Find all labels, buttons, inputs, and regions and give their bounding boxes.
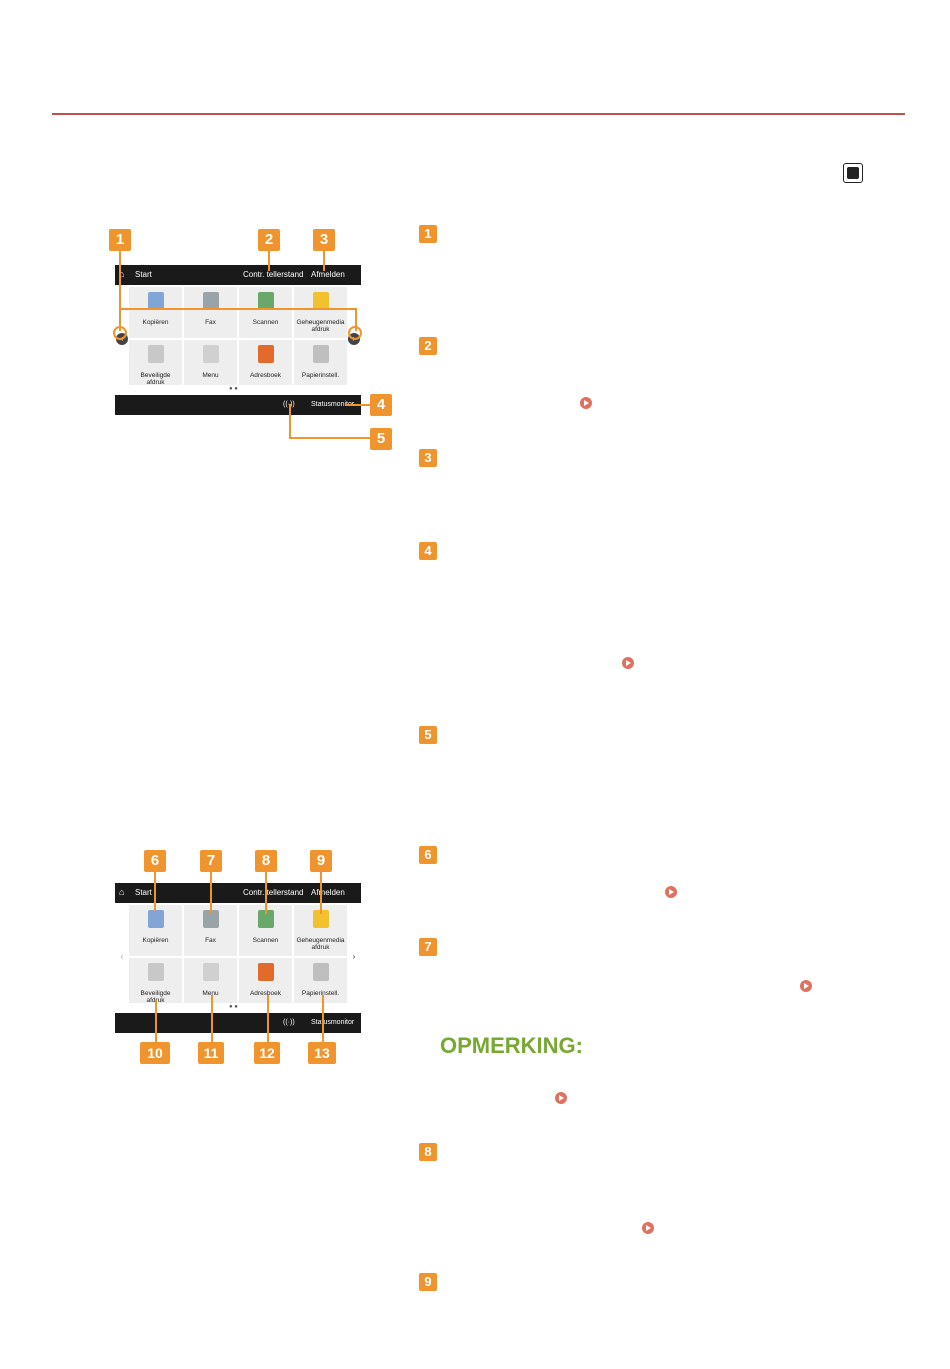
callout-11: 11 <box>198 1042 224 1064</box>
callout-1: 1 <box>109 229 131 251</box>
callout-leader <box>268 251 270 271</box>
logout-button[interactable]: Afmelden <box>311 270 345 279</box>
callout-12: 12 <box>254 1042 280 1064</box>
tile-address-book[interactable]: Adresboek <box>239 340 292 385</box>
wifi-icon: ((·)) <box>283 1019 295 1026</box>
callout-leader <box>210 872 212 914</box>
next-page-button[interactable]: › <box>352 952 356 961</box>
callout-leader <box>155 1000 157 1042</box>
callout-leader <box>320 872 322 914</box>
callout-leader <box>323 251 325 271</box>
callout-7: 7 <box>200 850 222 872</box>
panel-header: ⌂ Start Contr. tellerstand Afmelden <box>115 883 361 903</box>
prev-page-button[interactable]: ‹ <box>120 952 124 961</box>
callout-leader <box>265 872 267 914</box>
callout-leader <box>345 404 371 406</box>
callout-2: 2 <box>258 229 280 251</box>
panel-footer: ((·)) Statusmonitor <box>115 1013 361 1033</box>
tile-copy[interactable]: Kopiëren <box>129 287 182 338</box>
callout-4: 4 <box>370 394 392 416</box>
panel-body: Kopiëren Fax Scannen Geheugenmedia afdru… <box>115 285 361 395</box>
tile-menu[interactable]: Menu <box>184 340 237 385</box>
tile-secure-print[interactable]: Beveiligde afdruk <box>129 958 182 1004</box>
counter-button[interactable]: Contr. tellerstand <box>243 270 304 279</box>
section-marker-3: 3 <box>419 449 437 467</box>
tile-scan[interactable]: Scannen <box>239 287 292 338</box>
tile-fax[interactable]: Fax <box>184 287 237 338</box>
panel-body: Kopiëren Fax Scannen Geheugenmedia afdru… <box>115 903 361 1013</box>
callout-8: 8 <box>255 850 277 872</box>
callout-5: 5 <box>370 428 392 450</box>
callout-leader <box>289 404 291 438</box>
home-screen-panel-2: ⌂ Start Contr. tellerstand Afmelden Kopi… <box>115 883 361 1033</box>
callout-10: 10 <box>140 1042 170 1064</box>
wifi-icon: ((·)) <box>283 401 295 408</box>
tile-secure-print[interactable]: Beveiligde afdruk <box>129 340 182 386</box>
section-marker-1: 1 <box>419 225 437 243</box>
panel-footer: ((·)) Statusmonitor <box>115 395 361 415</box>
tile-scan[interactable]: Scannen <box>239 905 292 956</box>
callout-9: 9 <box>310 850 332 872</box>
tile-media-print[interactable]: Geheugenmedia afdruk <box>294 905 347 956</box>
home-icon[interactable]: ⌂ <box>119 887 125 897</box>
tile-paper-settings[interactable]: Papierinstell. <box>294 340 347 385</box>
tile-menu[interactable]: Menu <box>184 958 237 1003</box>
callout-ring <box>348 326 362 340</box>
home-screen-panel-1: ⌂ Start Contr. tellerstand Afmelden Kopi… <box>115 265 361 415</box>
section-marker-4: 4 <box>419 542 437 560</box>
start-label: Start <box>135 270 152 279</box>
link-arrow-icon[interactable] <box>622 657 634 669</box>
link-arrow-icon[interactable] <box>800 980 812 992</box>
callout-6: 6 <box>144 850 166 872</box>
callout-leader <box>289 437 371 439</box>
callout-leader <box>120 308 356 310</box>
section-marker-9: 9 <box>419 1273 437 1291</box>
status-monitor-button[interactable]: Statusmonitor <box>311 1019 355 1026</box>
callout-leader <box>154 872 156 912</box>
section-marker-7: 7 <box>419 938 437 956</box>
tile-address-book[interactable]: Adresboek <box>239 958 292 1003</box>
status-monitor-button[interactable]: Statusmonitor <box>311 401 355 408</box>
note-heading: OPMERKING: <box>440 1033 583 1058</box>
callout-leader <box>355 308 357 331</box>
page-indicator: ● ● <box>229 386 238 392</box>
callout-13: 13 <box>308 1042 336 1064</box>
callout-leader <box>211 995 213 1042</box>
link-arrow-icon[interactable] <box>665 886 677 898</box>
callout-ring <box>113 326 127 340</box>
section-marker-5: 5 <box>419 726 437 744</box>
link-arrow-icon[interactable] <box>580 397 592 409</box>
callout-leader <box>322 995 324 1042</box>
link-arrow-icon[interactable] <box>555 1092 567 1104</box>
callout-leader <box>119 251 121 331</box>
link-arrow-icon[interactable] <box>642 1222 654 1234</box>
home-icon <box>843 163 863 183</box>
section-marker-6: 6 <box>419 846 437 864</box>
home-icon[interactable]: ⌂ <box>119 269 125 279</box>
logout-button[interactable]: Afmelden <box>311 888 345 897</box>
callout-leader <box>267 995 269 1042</box>
start-label: Start <box>135 888 152 897</box>
counter-button[interactable]: Contr. tellerstand <box>243 888 304 897</box>
section-marker-2: 2 <box>419 337 437 355</box>
tile-copy[interactable]: Kopiëren <box>129 905 182 956</box>
section-marker-8: 8 <box>419 1143 437 1161</box>
panel-header: ⌂ Start Contr. tellerstand Afmelden <box>115 265 361 285</box>
page-indicator: ● ● <box>229 1004 238 1010</box>
tile-paper-settings[interactable]: Papierinstell. <box>294 958 347 1003</box>
tile-media-print[interactable]: Geheugenmedia afdruk <box>294 287 347 338</box>
section-rule <box>52 113 905 115</box>
callout-3: 3 <box>313 229 335 251</box>
